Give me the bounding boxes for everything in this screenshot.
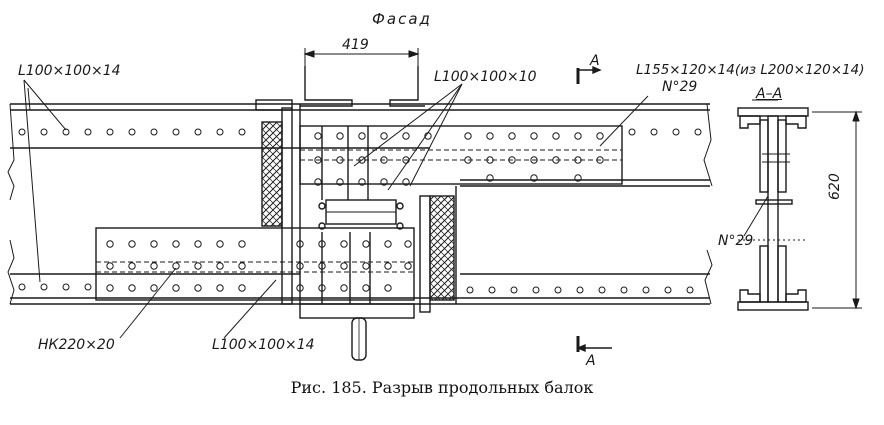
lower-plate-rivets [106, 240, 412, 292]
label-dimension-419: 419 [342, 37, 369, 53]
label-angle-top-right: L155×120×14(из L200×120×14) [636, 62, 865, 78]
label-section-title: A–A [756, 86, 783, 102]
bottom-stub [299, 303, 415, 361]
top-cross-angles [255, 66, 425, 111]
label-plate-bottom-left: НК220×20 [38, 337, 115, 353]
lower-left-splice-plate [95, 227, 415, 301]
dimension-620 [812, 110, 862, 310]
upper-beam [7, 103, 713, 201]
label-angle-top-left: L100×100×14 [18, 63, 121, 79]
top-rivet-row [18, 128, 702, 136]
hatched-fillers [261, 121, 455, 301]
figure-caption: Рис. 185. Разрыв продольных балок [290, 378, 594, 397]
central-stiffeners [281, 104, 457, 313]
title-fasad: Фасад [372, 10, 432, 28]
label-angle-top-mid: L100×100×10 [434, 69, 537, 85]
label-dimension-620: 620 [827, 173, 843, 200]
label-section-mark-bottom: A [586, 353, 596, 369]
section-a-a [737, 99, 809, 311]
leader-lines [23, 79, 769, 339]
label-section-mark-top: A [590, 53, 600, 69]
label-plate-no-section: N°29 [718, 233, 754, 249]
upper-plate-rivets [314, 132, 604, 186]
label-angle-bottom-mid: L100×100×14 [212, 337, 315, 353]
section-mark-top [576, 65, 602, 84]
section-mark-bottom [576, 336, 612, 353]
bottom-rivet-row [18, 283, 694, 294]
label-plate-no-top: N°29 [662, 79, 698, 95]
dimension-419 [303, 48, 420, 66]
